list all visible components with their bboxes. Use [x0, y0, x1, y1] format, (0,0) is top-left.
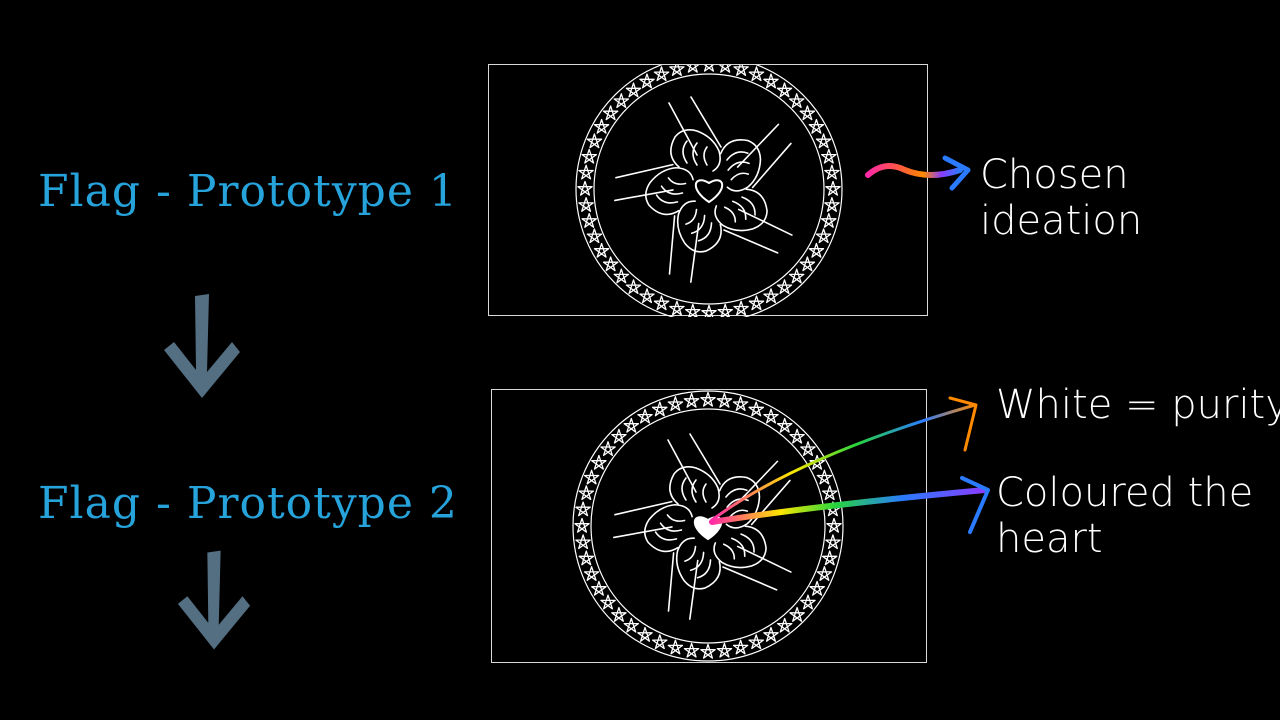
flag-prototype-1-image — [488, 64, 928, 317]
annotation-coloured-heart: Coloured the heart — [996, 470, 1254, 562]
flag-prototype-2-image — [491, 389, 927, 663]
heart-icon — [693, 516, 723, 541]
annotation-white-purity: White = purity — [996, 382, 1280, 428]
joined-hands-icon — [614, 96, 793, 283]
annotation-chosen-ideation: Chosen ideation — [980, 152, 1143, 244]
star-ring-icon — [575, 65, 843, 317]
star-ring-icon — [575, 65, 843, 317]
down-arrow-icon — [177, 550, 251, 650]
heart-icon — [694, 179, 724, 204]
star-ring-icon — [572, 390, 844, 662]
step-title-prototype-1: Flag - Prototype 1 — [38, 166, 458, 217]
down-arrow-icon — [164, 294, 240, 398]
step-title-prototype-2: Flag - Prototype 2 — [38, 478, 458, 529]
